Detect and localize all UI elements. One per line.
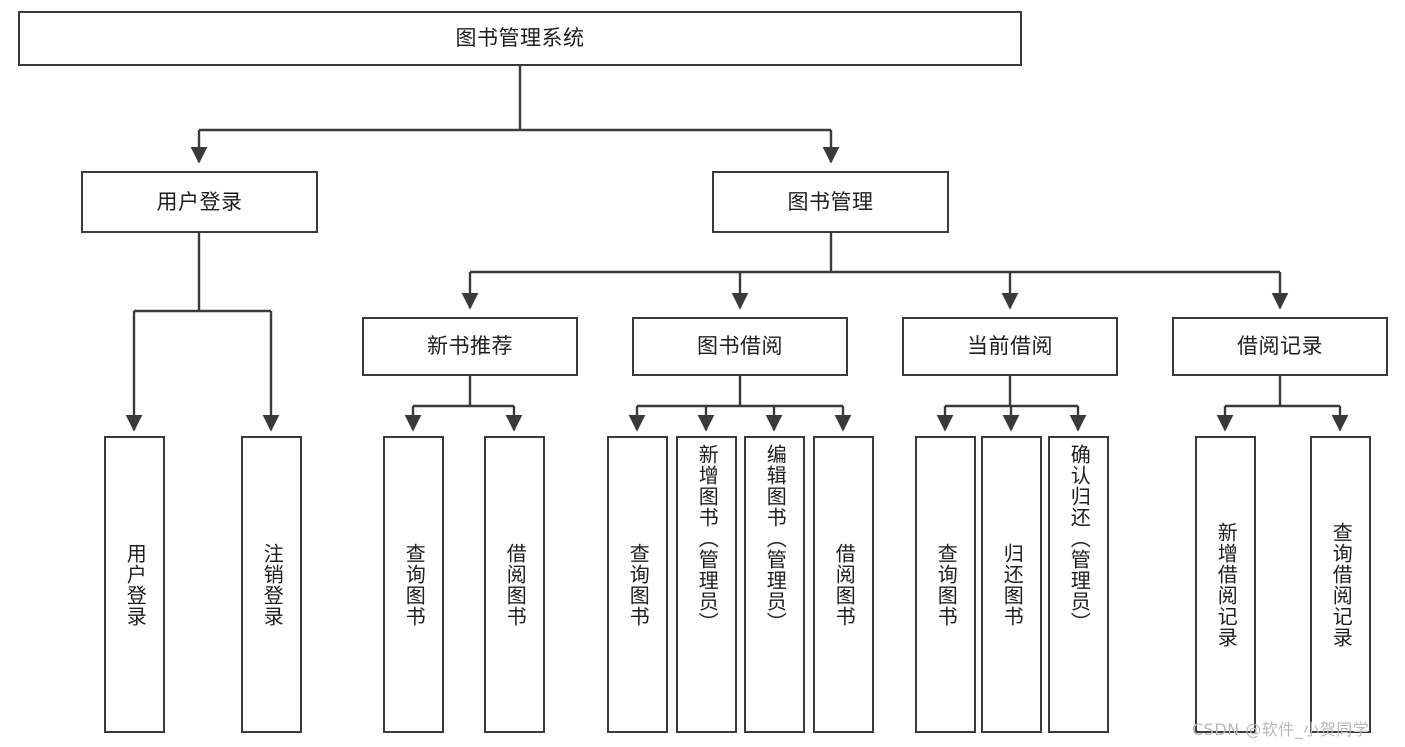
node-book-borrow[interactable]: 图书借阅	[632, 317, 848, 376]
leaf-current-borrow-return-label: 归还图书	[1000, 542, 1025, 627]
node-book-management[interactable]: 图书管理	[712, 171, 949, 233]
leaf-book-borrow-add[interactable]: 新增图书（管理员）	[676, 436, 737, 733]
leaf-borrow-record-add-label: 新增借阅记录	[1214, 521, 1239, 648]
leaf-book-borrow-edit[interactable]: 编辑图书（管理员）	[744, 436, 805, 733]
node-borrow-record[interactable]: 借阅记录	[1172, 317, 1388, 376]
leaf-current-borrow-return[interactable]: 归还图书	[981, 436, 1042, 733]
leaf-book-borrow-query-label: 查询图书	[626, 542, 651, 627]
node-current-borrow-label: 当前借阅	[967, 334, 1053, 359]
node-book-borrow-label: 图书借阅	[697, 334, 783, 359]
leaf-borrow-record-add[interactable]: 新增借阅记录	[1195, 436, 1256, 733]
leaf-current-borrow-query[interactable]: 查询图书	[915, 436, 976, 733]
node-root-label: 图书管理系统	[455, 26, 585, 51]
leaf-book-borrow-add-label: 新增图书（管理员）	[695, 444, 720, 633]
leaf-current-borrow-confirm-return[interactable]: 确认归还（管理员）	[1048, 436, 1109, 733]
leaf-borrow-record-query-label: 查询借阅记录	[1329, 521, 1354, 648]
node-root-book-management-system[interactable]: 图书管理系统	[18, 11, 1022, 66]
leaf-new-book-borrow[interactable]: 借阅图书	[484, 436, 545, 733]
leaf-new-book-query-label: 查询图书	[402, 542, 427, 627]
node-new-book-recommend-label: 新书推荐	[427, 334, 513, 359]
node-borrow-record-label: 借阅记录	[1237, 334, 1323, 359]
leaf-user-login-logout[interactable]: 注销登录	[241, 436, 302, 733]
leaf-current-borrow-confirm-return-label: 确认归还（管理员）	[1067, 444, 1092, 633]
leaf-book-borrow-query[interactable]: 查询图书	[607, 436, 668, 733]
leaf-new-book-borrow-label: 借阅图书	[503, 542, 528, 627]
node-book-management-label: 图书管理	[787, 189, 874, 214]
leaf-user-login-logout-label: 注销登录	[260, 542, 285, 627]
leaf-new-book-query[interactable]: 查询图书	[383, 436, 444, 733]
leaf-borrow-record-query[interactable]: 查询借阅记录	[1310, 436, 1371, 733]
node-new-book-recommend[interactable]: 新书推荐	[362, 317, 578, 376]
leaf-user-login-login[interactable]: 用户登录	[104, 436, 165, 733]
node-user-login-label: 用户登录	[156, 189, 243, 214]
leaf-current-borrow-query-label: 查询图书	[934, 542, 959, 627]
leaf-book-borrow-borrow[interactable]: 借阅图书	[813, 436, 874, 733]
leaf-user-login-login-label: 用户登录	[123, 542, 148, 627]
leaf-book-borrow-borrow-label: 借阅图书	[832, 542, 857, 627]
leaf-book-borrow-edit-label: 编辑图书（管理员）	[763, 444, 788, 633]
node-user-login[interactable]: 用户登录	[81, 171, 318, 233]
node-current-borrow[interactable]: 当前借阅	[902, 317, 1118, 376]
